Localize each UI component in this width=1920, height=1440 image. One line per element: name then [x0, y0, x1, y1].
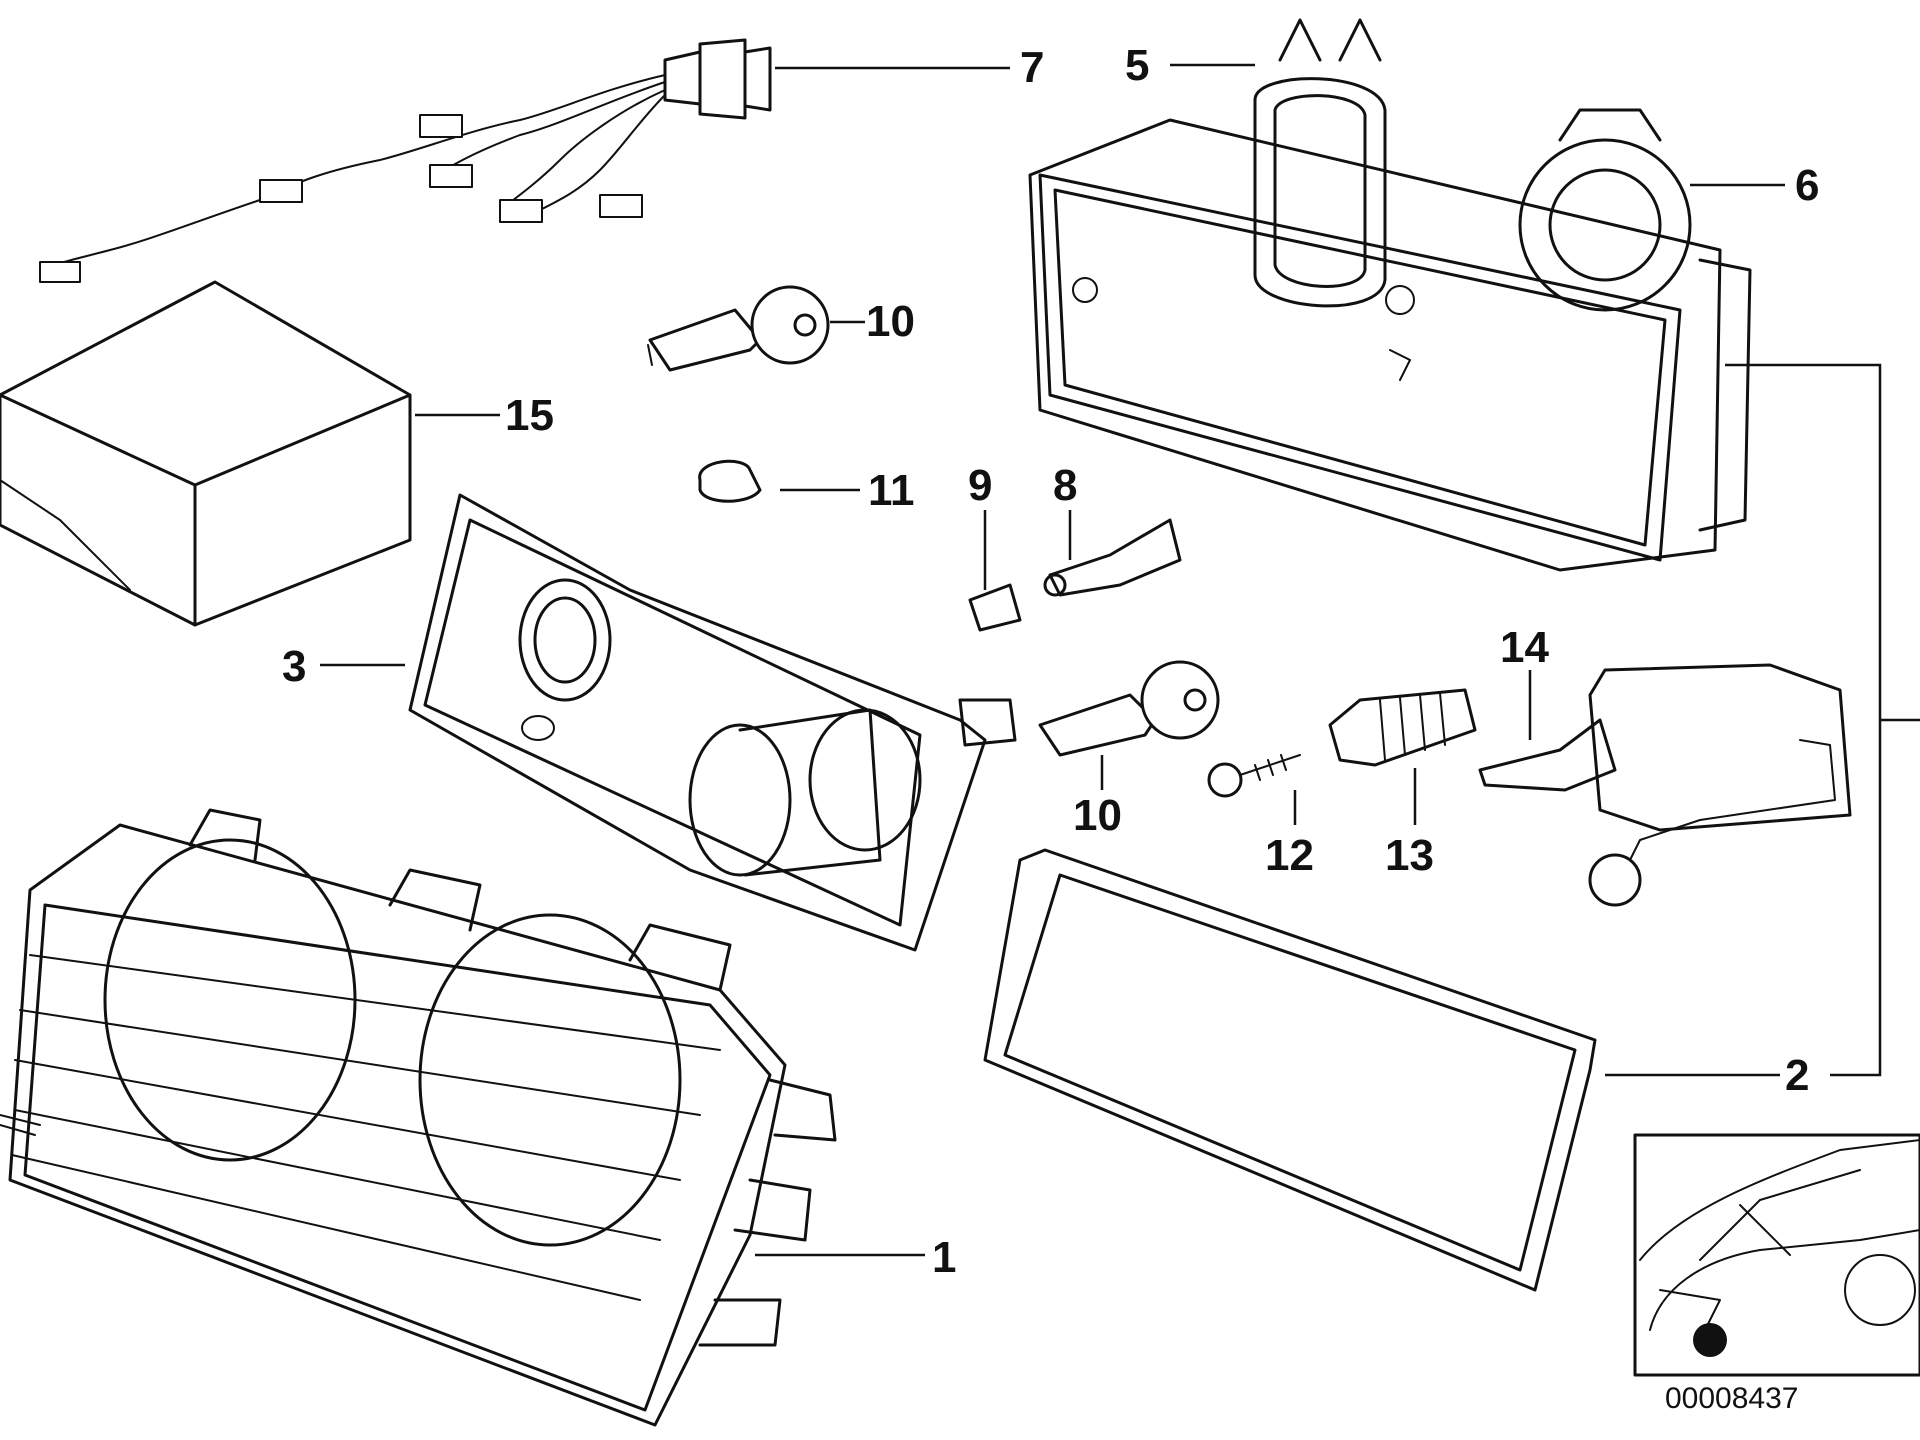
label-2: 2 [1785, 1051, 1809, 1100]
label-10a: 10 [866, 297, 915, 346]
part-12-screw[interactable] [1207, 754, 1301, 798]
part-10-bulb-top[interactable] [647, 285, 830, 372]
part-2-headlight-housing[interactable] [1028, 18, 1752, 572]
label-13: 13 [1385, 831, 1434, 880]
part-11-small-bulb[interactable] [698, 459, 762, 503]
label-3: 3 [282, 642, 306, 691]
part-9-socket[interactable] [968, 583, 1022, 632]
label-1: 1 [932, 1233, 956, 1282]
label-11: 11 [868, 466, 915, 515]
label-6: 6 [1795, 161, 1819, 210]
label-8: 8 [1053, 461, 1077, 510]
label-7: 7 [1020, 43, 1044, 92]
label-14: 14 [1500, 623, 1549, 672]
label-12: 12 [1265, 831, 1314, 880]
location-marker-dot [1693, 1323, 1727, 1357]
part-13-adjuster[interactable] [1328, 688, 1477, 767]
car-location-inset [1633, 1133, 1920, 1377]
label-10b: 10 [1073, 791, 1122, 840]
part-1-headlight-lens[interactable] [0, 808, 837, 1427]
part-2-gasket-frame[interactable] [983, 848, 1597, 1292]
diagram-number: 00008437 [1665, 1382, 1798, 1415]
part-3-reflector[interactable] [408, 493, 1017, 952]
part-15-box[interactable] [0, 280, 412, 627]
part-10-bulb-middle[interactable] [1038, 660, 1220, 757]
label-5: 5 [1125, 41, 1149, 90]
label-9: 9 [968, 461, 992, 510]
part-7-wiring-harness[interactable] [39, 38, 772, 283]
part-8-bulb-socket[interactable] [1043, 518, 1182, 597]
part-14-leveling-motor[interactable] [1478, 663, 1852, 907]
label-15: 15 [505, 391, 554, 440]
